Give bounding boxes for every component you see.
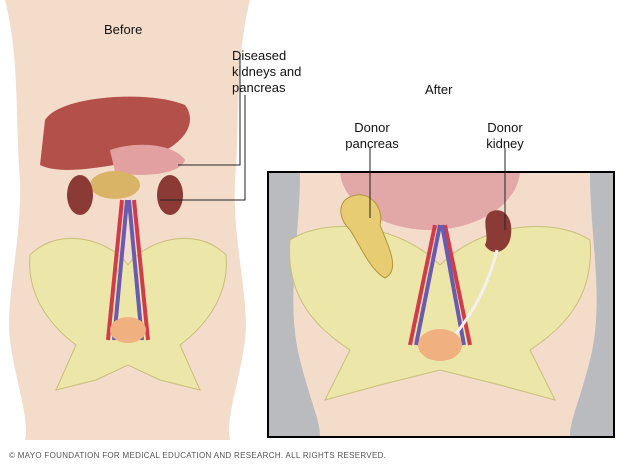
diseased-pancreas [90, 171, 140, 199]
after-label: After [425, 82, 453, 97]
stomach [110, 144, 185, 175]
copyright-notice: © MAYO FOUNDATION FOR MEDICAL EDUCATION … [9, 451, 387, 460]
diseased-label: Diseased kidneys and pancreas [232, 48, 301, 96]
diseased-kidney-left [67, 175, 93, 215]
donor-kidney-label-line: kidney [486, 136, 524, 151]
after-figure [267, 148, 615, 438]
diseased-label-line: Diseased [232, 48, 287, 63]
pelvis [29, 237, 227, 391]
donor-pancreas-label-line: Donor [354, 120, 390, 135]
before-figure [5, 0, 250, 440]
diseased-kidney-right [157, 175, 183, 215]
donor-kidney-label-line: Donor [487, 120, 523, 135]
donor-pancreas-label-line: pancreas [345, 136, 399, 151]
diseased-label-line: pancreas [232, 80, 286, 95]
donor-kidney-label: Donor kidney [480, 120, 530, 152]
donor-pancreas [340, 194, 394, 279]
bladder [110, 317, 146, 343]
diseased-label-line: kidneys and [232, 64, 302, 79]
before-label: Before [104, 22, 143, 37]
donor-pancreas-label: Donor pancreas [340, 120, 404, 152]
bladder [418, 329, 462, 361]
